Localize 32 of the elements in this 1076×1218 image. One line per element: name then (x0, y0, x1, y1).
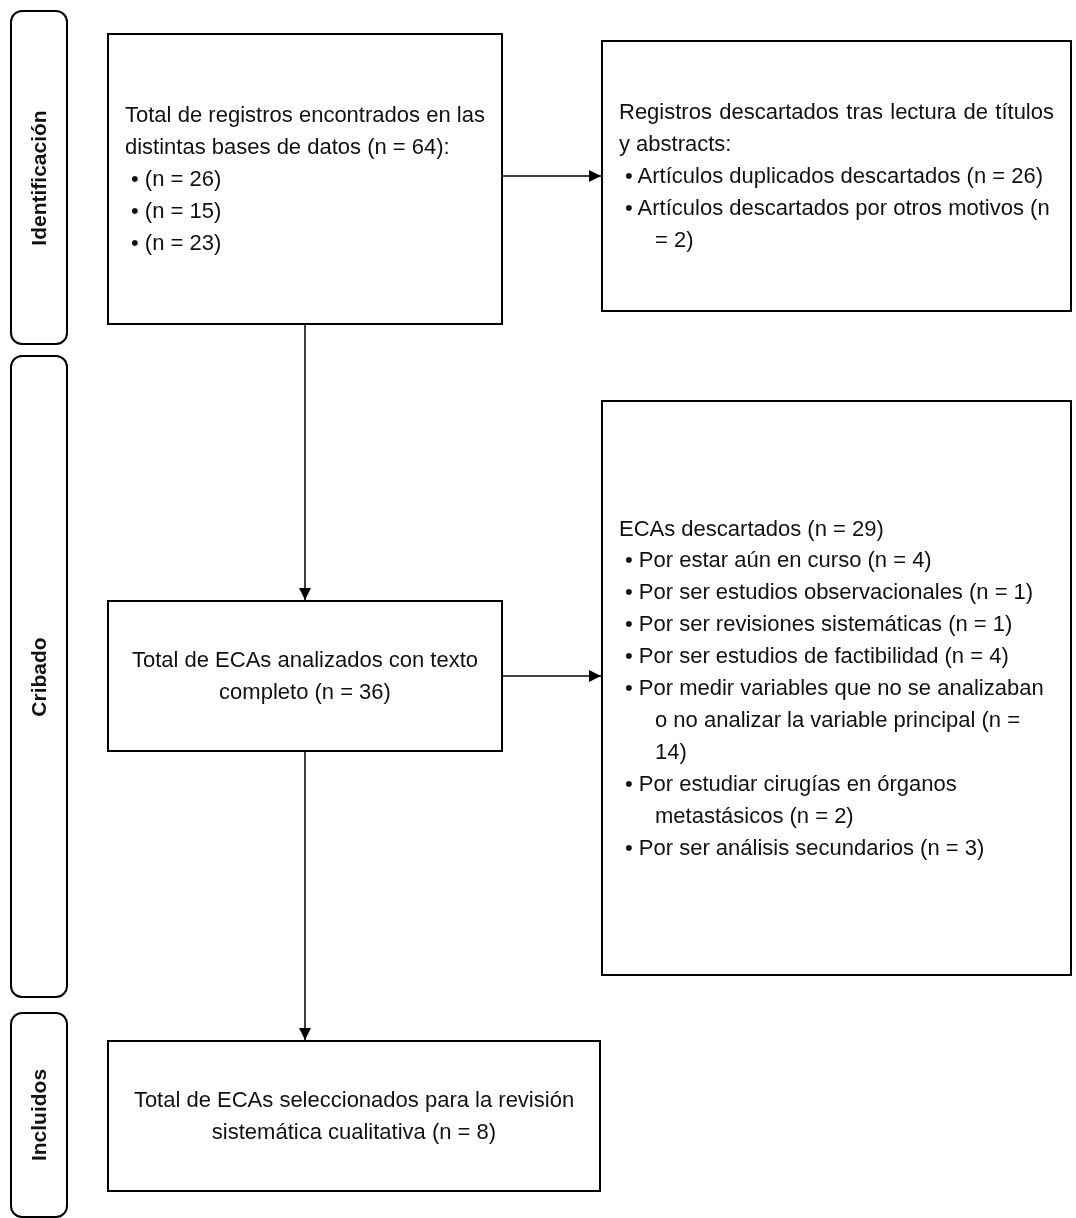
phase-band (10, 1012, 68, 1218)
phase-label: Cribado (27, 636, 51, 717)
list-item: • Por ser estudios de factibilidad (n = 4) (624, 642, 1010, 671)
arrow (299, 751, 311, 1041)
list-item: • Artículos duplicados descartados (n = 26) (624, 162, 1044, 191)
list-item: • Por estar aún en curso (n = 4) (624, 546, 933, 575)
box-heading: Total de registros encontrados en las distintas bases de datos (n = 64): (125, 101, 485, 162)
phase-band (10, 355, 68, 998)
process-box (601, 400, 1072, 976)
arrow (502, 670, 602, 682)
arrow (502, 170, 602, 182)
box-heading: Registros descartados tras lectura de títulos y abstracts: (619, 98, 1054, 159)
list-item: • Por ser análisis secundarios (n = 3) (624, 833, 986, 862)
arrow (299, 324, 311, 601)
list-item: • (n = 15) (130, 196, 223, 225)
list-item: • Por ser estudios observacionales (n = 1) (624, 578, 1035, 607)
phase-label: Incluidos (27, 1068, 51, 1162)
phase-band (10, 10, 68, 345)
process-box (601, 40, 1072, 312)
phase-label: Identificación (27, 109, 51, 246)
box-heading: ECAs descartados (n = 29) (619, 514, 885, 543)
box-text: Total de ECAs seleccionados para la revisión sistemática cualitativa (n = 8) (132, 1086, 576, 1146)
process-box (107, 600, 503, 752)
list-item: • (n = 26) (130, 165, 223, 194)
list-item: • Por ser revisiones sistemáticas (n = 1) (624, 610, 1014, 639)
list-item: • Artículos descartados por otros motivos (n = 2) (624, 193, 1051, 254)
list-item: • Por medir variables que no se analizaban o no analizar la variable principal (n = 14) (624, 674, 1045, 766)
list-item: • Por estudiar cirugías en órganos metastásicos (n = 2) (624, 769, 958, 830)
process-box (107, 1040, 601, 1192)
list-item: • (n = 23) (130, 228, 223, 257)
process-box (107, 33, 503, 325)
box-text: Total de ECAs analizados con texto completo (n = 36) (130, 646, 480, 706)
